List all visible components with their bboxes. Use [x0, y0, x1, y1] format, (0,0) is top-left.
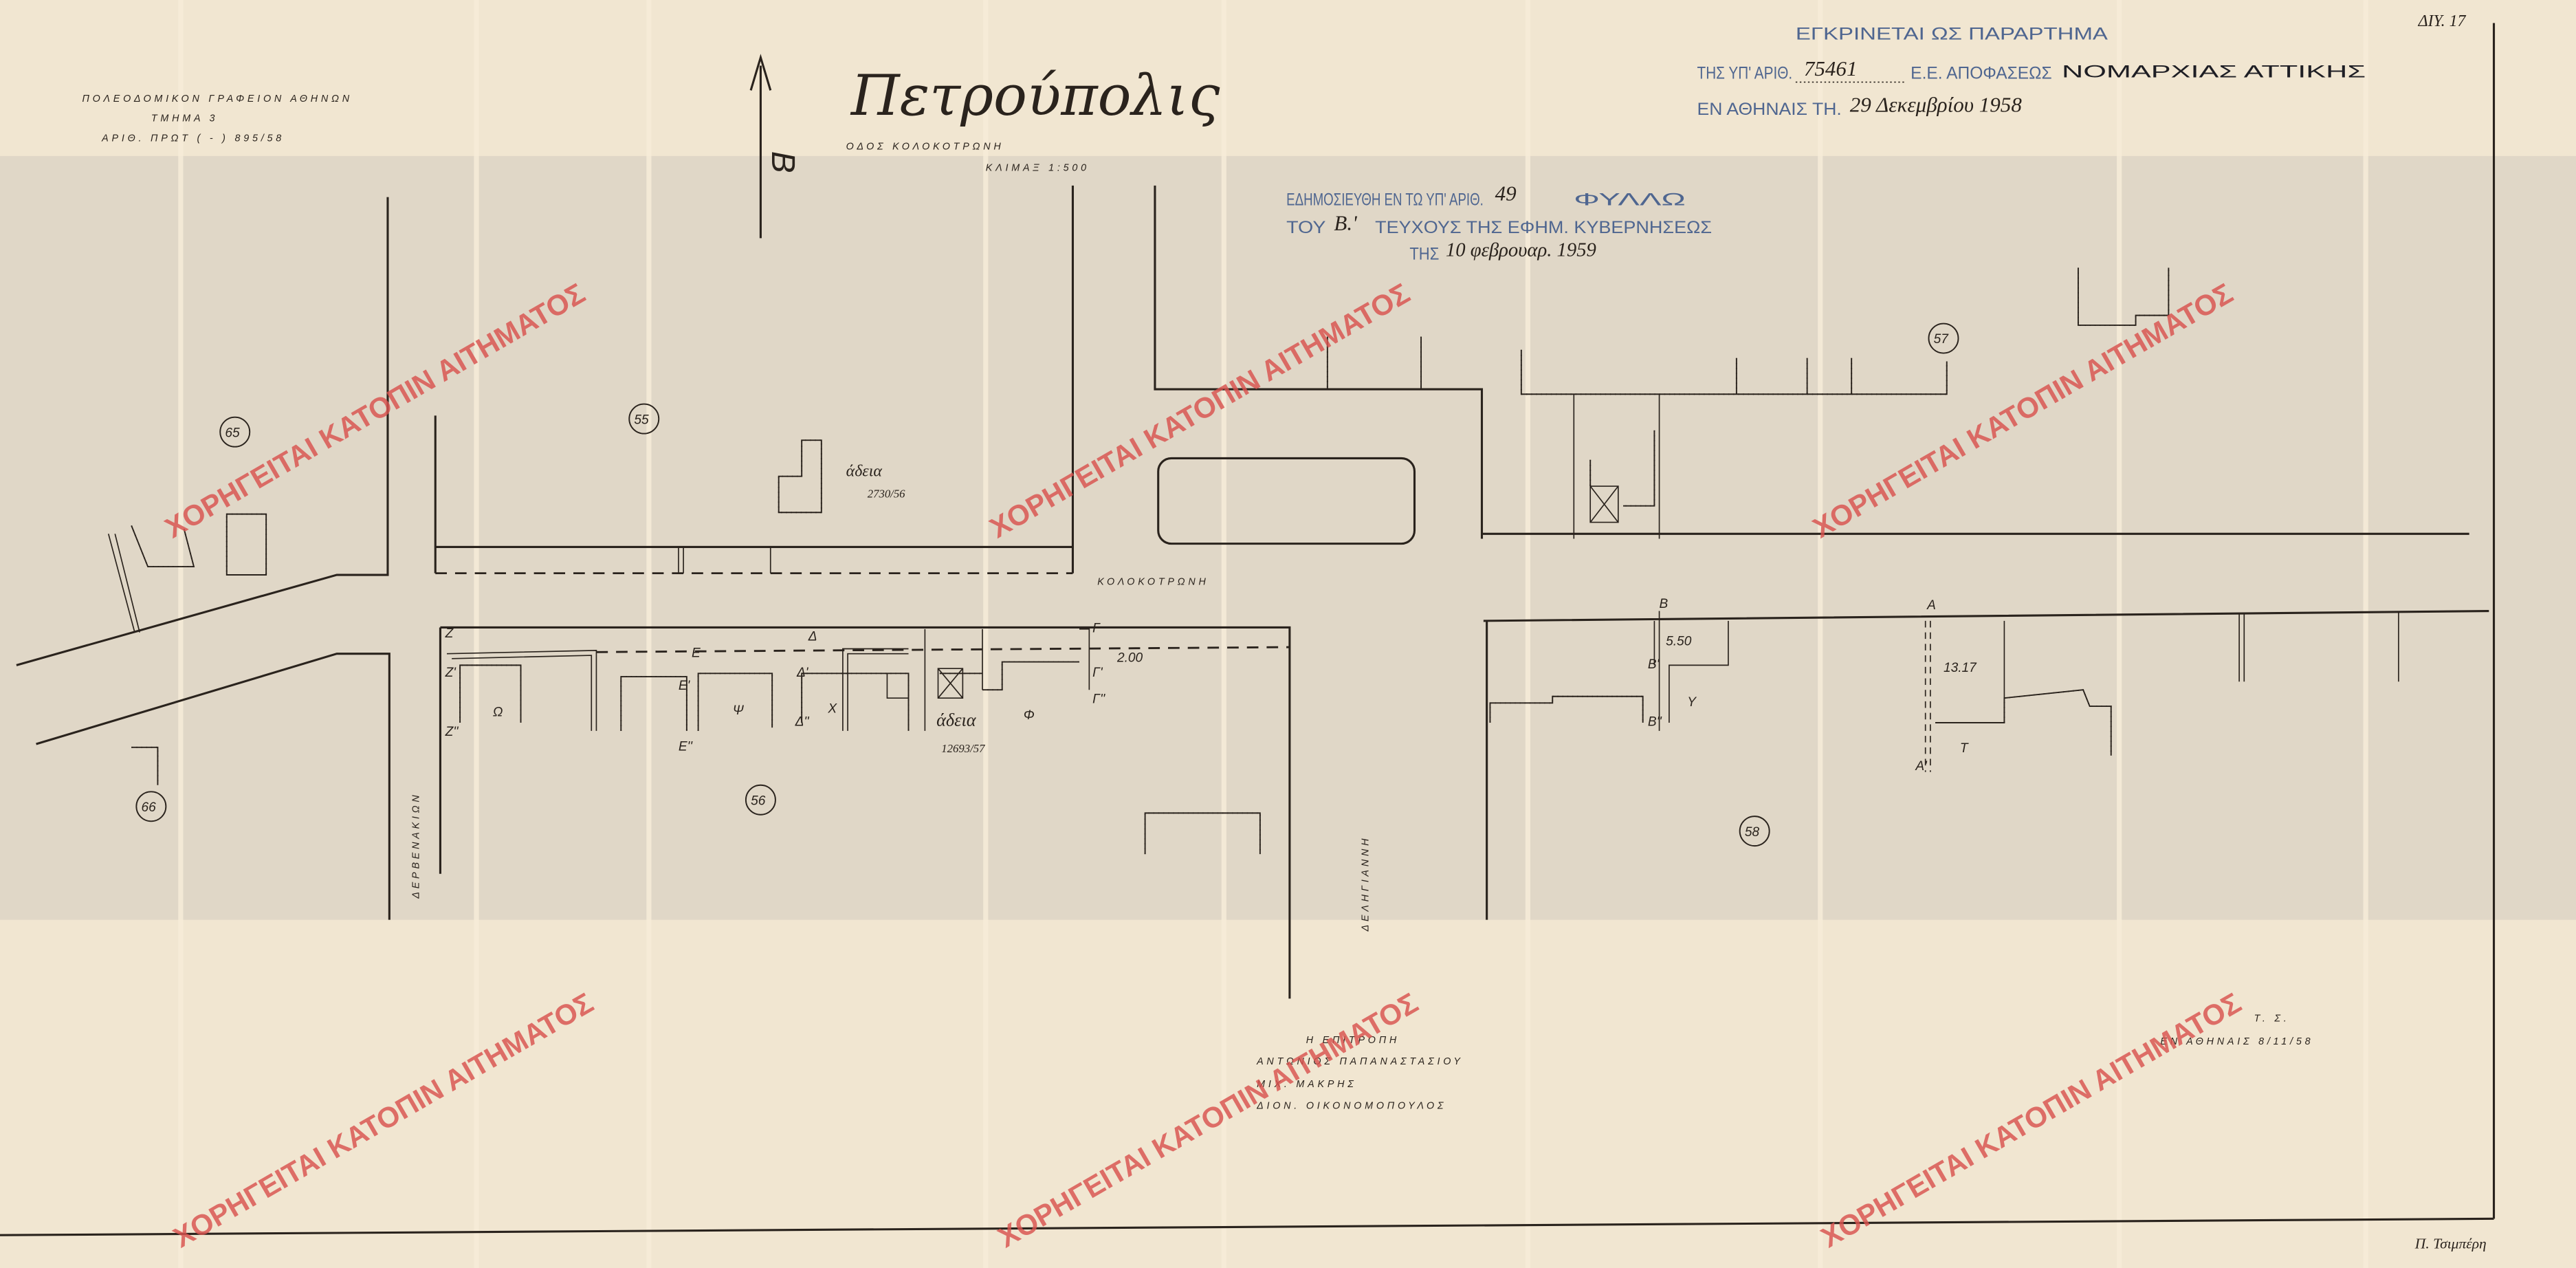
- approval-ref-prefix: ΤΗΣ ΥΠ' ΑΡΙΘ.: [1697, 64, 1793, 83]
- point-label: Α': [1915, 759, 1928, 774]
- publication-line2: ΤΕΥΧΟΥΣ ΤΗΣ ΕΦΗΜ. ΚΥΒΕΡΝΗΣΕΩΣ: [1375, 218, 1712, 237]
- street-name-dervenakion: ΔΕΡΒΕΝΑΚΙΩΝ: [410, 792, 421, 899]
- committee-member: ΔΙΟΝ. ΟΙΚΟΝΟΜΟΠΟΥΛΟΣ: [1256, 1100, 1446, 1111]
- map-scale: ΚΛΙΜΑΞ 1:500: [986, 162, 1090, 173]
- point-label: Φ: [1024, 708, 1035, 723]
- north-arrow-letter: B: [764, 151, 801, 173]
- committee-member: ΜΙΧ. ΜΑΚΡΗΣ: [1257, 1079, 1357, 1090]
- committee-member: ΑΝΤΩΝΙΟΣ ΠΑΠΑΝΑΣΤΑΣΙΟΥ: [1256, 1056, 1464, 1067]
- square-island: [1157, 457, 1416, 545]
- street-name-kolokotroni: ΚΟΛΟΚΟΤΡΩΝΗ: [1097, 576, 1209, 587]
- point-label: Ζ'': [445, 725, 459, 739]
- block-number: 57: [1934, 332, 1950, 347]
- point-label: Β'': [1648, 715, 1662, 730]
- street-name-deligianni: ΔΕΛΗΓΙΑΝΝΗ: [1361, 835, 1372, 932]
- block-number: 55: [634, 413, 649, 427]
- map-subtitle: ΟΔΟΣ ΚΟΛΟΚΟΤΡΩΝΗ: [846, 141, 1004, 152]
- street-network: [16, 185, 2489, 999]
- point-label: Ε': [679, 679, 691, 693]
- approval-heading: ΕΓΚΡΙΝΕΤΑΙ ΩΣ ΠΑΡΑΡΤΗΜΑ: [1796, 24, 2108, 43]
- publication-line1-suffix: ΦΥΛΛΩ: [1574, 190, 1685, 210]
- publication-line2-prefix: ΤΟΥ: [1286, 218, 1326, 237]
- drafter-block: Τ. Σ. ΕΝ ΑΘΗΝΑΙΣ 8/11/58 Π. Τσιμπέρη: [2160, 1014, 2486, 1252]
- point-label: Ω: [493, 705, 503, 719]
- cross-box-icon: [1589, 485, 1619, 523]
- approval-authority: ΝΟΜΑΡΧΙΑΣ ΑΤΤΙΚΗΣ: [2062, 62, 2366, 81]
- drafter-place-date: ΕΝ ΑΘΗΝΑΙΣ 8/11/58: [2160, 1036, 2313, 1047]
- publication-stamp: ΕΔΗΜΟΣΙΕΥΘΗ ΕΝ ΤΩ ΥΠ' ΑΡΙΘ. 49 ΦΥΛΛΩ ΤΟΥ…: [1286, 181, 1712, 263]
- block-number: 65: [225, 426, 240, 440]
- approval-date-prefix: ΕΝ ΑΘΗΝΑΙΣ ΤΗ.: [1697, 100, 1842, 119]
- committee-block: Η ΕΠΙΤΡΟΠΗ ΑΝΤΩΝΙΟΣ ΠΑΠΑΝΑΣΤΑΣΙΟΥ ΜΙΧ. Μ…: [1256, 1035, 1464, 1112]
- point-label: Τ: [1960, 741, 1969, 756]
- block-number: 66: [142, 800, 157, 815]
- approval-ref-mid: Ε.Ε. ΑΠΟΦΑΣΕΩΣ: [1911, 64, 2052, 83]
- publication-sheet-number: 49: [1495, 181, 1517, 205]
- point-label: Δ: [808, 630, 817, 644]
- office-header: ΠΟΛΕΟΔΟΜΙΚΟΝ ΓΡΑΦΕΙΟΝ ΑΘΗΝΩΝ ΤΜΗΜΑ 3 ΑΡΙ…: [82, 94, 352, 144]
- approval-stamp: ΕΓΚΡΙΝΕΤΑΙ ΩΣ ΠΑΡΑΡΤΗΜΑ ΤΗΣ ΥΠ' ΑΡΙΘ. 75…: [1697, 24, 2366, 119]
- point-label: Υ: [1687, 695, 1697, 710]
- drawing-frame: [0, 23, 2496, 1236]
- permit-label: άδεια: [846, 463, 883, 481]
- committee-heading: Η ΕΠΙΤΡΟΠΗ: [1306, 1035, 1400, 1046]
- point-labels: Ζ Ζ' Ζ'' Ω Ε Ε' Ε'' Ψ Δ Δ' Δ'' Χ Γ Γ' Γ'…: [445, 597, 1978, 774]
- buildings: [131, 267, 2168, 854]
- dimension-label: 2.00: [1116, 651, 1143, 666]
- block-numbers: 65 55 57 66 56 58: [135, 323, 1959, 847]
- permit-number: 12693/57: [941, 742, 985, 755]
- sheet-reference: ΔΙΥ. 17: [2418, 12, 2467, 30]
- point-label: Α: [1926, 598, 1936, 613]
- office-name: ΠΟΛΕΟΔΟΜΙΚΟΝ ΓΡΑΦΕΙΟΝ ΑΘΗΝΩΝ: [82, 94, 352, 105]
- permit-labels: άδεια 2730/56 άδεια 12693/57: [846, 463, 985, 755]
- publication-line1: ΕΔΗΜΟΣΙΕΥΘΗ ΕΝ ΤΩ ΥΠ' ΑΡΙΘ.: [1286, 190, 1484, 210]
- point-label: Γ': [1092, 666, 1103, 680]
- point-label: Ε: [692, 646, 701, 660]
- permit-number: 2730/56: [868, 488, 905, 501]
- point-label: Β': [1648, 657, 1660, 672]
- drafter-signature: Π. Τσιμπέρη: [2414, 1235, 2487, 1251]
- drafter-initials: Τ. Σ.: [2254, 1014, 2290, 1025]
- point-label: Γ: [1092, 622, 1101, 636]
- publication-date: 10 φεβρουαρ. 1959: [1446, 239, 1596, 261]
- dimension-label: 5.50: [1666, 635, 1692, 649]
- block-number: 56: [751, 794, 766, 808]
- block-number: 58: [1745, 825, 1760, 840]
- publication-issue: Β.': [1334, 210, 1358, 234]
- paper-fold-lines: [178, 0, 2368, 1268]
- map-title: Πετρούπολις: [850, 64, 1220, 129]
- point-label: Δ': [796, 666, 809, 680]
- cross-box-icon: [937, 668, 964, 699]
- point-label: Γ'': [1092, 692, 1106, 706]
- north-arrow-icon: B: [749, 54, 801, 239]
- street-names: ΚΟΛΟΚΟΤΡΩΝΗ ΔΕΡΒΕΝΑΚΙΩΝ ΔΕΛΗΓΙΑΝΝΗ: [410, 576, 1371, 932]
- dimension-label: 13.17: [1944, 661, 1977, 675]
- protocol-number: ΑΡΙΘ. ΠΡΩΤ ( - ) 895/58: [101, 133, 285, 144]
- approval-ref-number: 75461: [1804, 56, 1858, 80]
- point-label: Ζ: [445, 626, 454, 641]
- department: ΤΜΗΜΑ 3: [151, 113, 218, 124]
- permit-label: άδεια: [936, 710, 977, 730]
- point-label: Ψ: [733, 703, 745, 718]
- approval-date: 29 Δεκεμβρίου 1958: [1850, 92, 2023, 116]
- point-label: Ε'': [679, 740, 693, 754]
- point-label: Χ: [827, 702, 837, 717]
- scan-shaded-band: [0, 155, 2576, 920]
- point-label: Δ'': [795, 715, 810, 730]
- point-label: Β: [1660, 597, 1669, 611]
- publication-line3-prefix: ΤΗΣ: [1409, 244, 1439, 263]
- point-label: Ζ': [445, 666, 457, 680]
